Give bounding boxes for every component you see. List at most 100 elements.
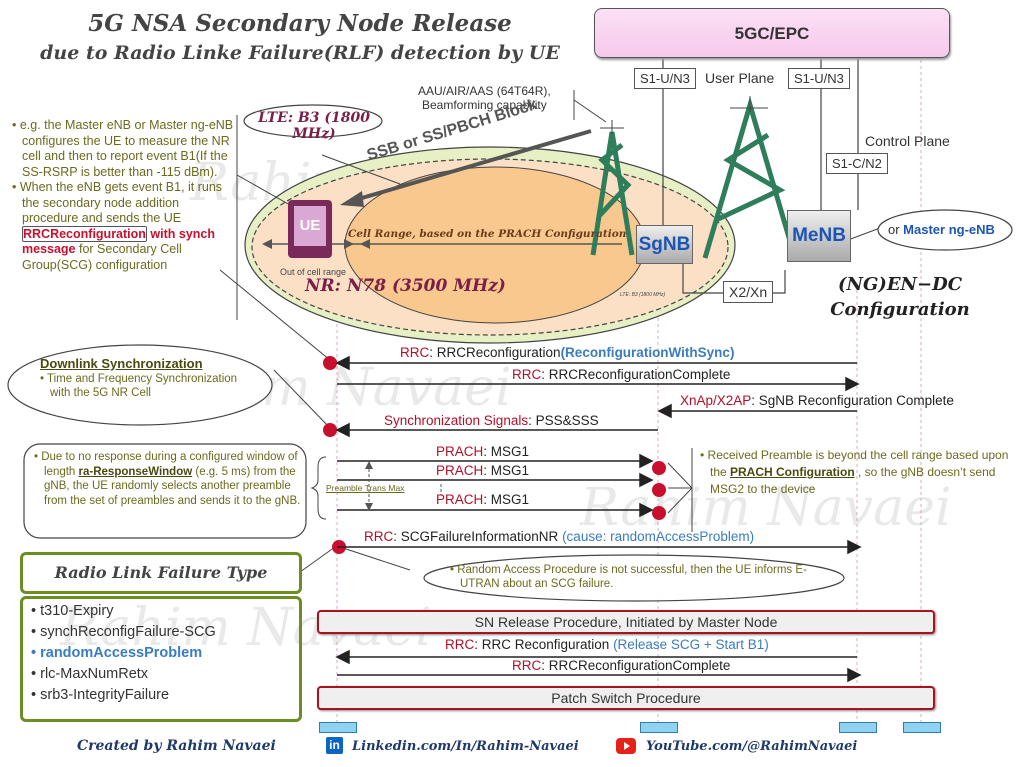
msg-proto: RRC (445, 637, 475, 652)
sgnb-node: SgNB (636, 225, 693, 264)
msg-rrc-reconfig-sync: RRC: RRCReconfiguration(ReconfigurationW… (400, 345, 734, 360)
rlf-item-text: rlc-MaxNumRetx (40, 666, 149, 682)
msg-rrc-release-scg: RRC: RRC Reconfiguration (Release SCG + … (445, 637, 769, 652)
ra-fail-note: • Random Access Procedure is not success… (450, 564, 807, 590)
msg-proto: XnAp/X2AP (680, 393, 752, 408)
msg-text: : RRC Reconfiguration (474, 637, 610, 652)
lifeline-end-ue (319, 722, 357, 733)
footer-credit: Created by Rahim Navaei (77, 738, 276, 754)
msg-text: : MSG1 (483, 463, 530, 478)
msg-text: : PSS&SSS (528, 413, 599, 428)
msg-proto: PRACH (436, 492, 484, 507)
msg-scg-failure: RRC: SCGFailureInformationNR (cause: ran… (364, 529, 754, 544)
ue-label: UE (294, 206, 326, 246)
rlf-type-list: • t310-Expiry • synchReconfigFailure-SCG… (20, 596, 302, 722)
message-arrows (335, 355, 862, 683)
interface-s1c: S1-C/N2 (826, 153, 888, 174)
antenna-note: AAU/AIR/AAS (64T64R), Beamforming capabi… (418, 84, 551, 112)
left-note-bullet2-pre: When the eNB gets event B1, it runs the … (19, 180, 223, 225)
rlf-item: • synchReconfigFailure-SCG (31, 624, 216, 640)
msg-text: : RRCReconfigurationComplete (541, 658, 731, 673)
page-title: 5G NSA Secondary Node Release (88, 10, 512, 37)
msg-extra: (Release SCG + Start B1) (609, 637, 769, 652)
preamble-trans-max-label: Preamble Trans Max (326, 483, 405, 493)
linkedin-icon: in (326, 737, 343, 754)
rlf-item-text: randomAccessProblem (40, 645, 203, 661)
rlf-item: • srb3-IntegrityFailure (31, 687, 170, 703)
menb-alt-label: or Master ng-eNB (888, 222, 995, 237)
left-note-bullet1-text: e.g. the Master eNB or Master ng-eNB con… (19, 118, 234, 179)
config-label-line1: (NG)EN−DC (837, 274, 963, 295)
antenna-note-line1: AAU/AIR/AAS (64T64R), (418, 84, 551, 98)
msg-text: : MSG1 (483, 492, 530, 507)
ssb-arrow (354, 129, 592, 202)
msg-text: : SCGFailureInformationNR (393, 529, 559, 544)
left-note: • e.g. the Master eNB or Master ng-eNB c… (12, 118, 234, 273)
msg-rrc-reconfig-complete: RRC: RRCReconfigurationComplete (512, 367, 730, 382)
dl-sync-title: Downlink Synchronization (40, 356, 203, 371)
msg-proto: RRC (400, 345, 430, 360)
ra-fail-note-text: Random Access Procedure is not successfu… (457, 564, 807, 590)
prach-note-bold: ra-ResponseWindow (78, 465, 193, 478)
msg-proto: PRACH (436, 444, 484, 459)
lte-band-label: LTE: B3 (1800 MHz) (258, 110, 370, 142)
core-network-box: 5GC/EPC (594, 8, 950, 58)
prach-note-pre: Due to no response during a configured w… (41, 451, 298, 478)
config-label: (NG)EN−DC Configuration (800, 272, 1000, 322)
prach-note-post: (e.g. 5 ms) from the gNB, the UE randoml… (44, 465, 301, 507)
received-note-post: , so the gNB doesn’t send MSG2 to the de… (710, 465, 996, 496)
youtube-link[interactable]: YouTube.com/@RahimNavaei (646, 739, 858, 754)
menb-alt-name: Master ng-eNB (903, 222, 995, 237)
interface-s1u-left: S1-U/N3 (634, 68, 696, 89)
control-plane-label: Control Plane (865, 133, 950, 149)
user-plane-label: User Plane (705, 70, 775, 86)
received-note-bold: PRACH Configuration (730, 465, 855, 479)
msg-sgnb-reconfig-complete: XnAp/X2AP: SgNB Reconfiguration Complete (680, 393, 954, 408)
msg-rrc-reconfig-complete-2: RRC: RRCReconfigurationComplete (512, 658, 730, 673)
left-note-bullet2: • When the eNB gets event B1, it runs th… (12, 180, 223, 272)
cell-range-label: Cell Range, based on the PRACH Configura… (348, 228, 627, 240)
left-note-bullet2-post: for Secondary Cell Group(SCG) configurat… (22, 242, 182, 272)
dl-sync-note: Downlink Synchronization • Time and Freq… (40, 356, 260, 400)
rlf-type-title: Radio Link Failure Type (20, 552, 302, 594)
rlf-item: • rlc-MaxNumRetx (31, 666, 149, 682)
msg-proto: PRACH (436, 463, 484, 478)
dl-sync-text: Time and Frequency Synchronization with … (47, 372, 238, 399)
ue-device: UE (288, 200, 332, 258)
config-label-line2: Configuration (830, 299, 970, 320)
msg-extra: (cause: randomAccessProblem) (558, 529, 755, 544)
page-subtitle: due to Radio Linke Failure(RLF) detectio… (40, 42, 560, 64)
out-of-range-label: Out of cell range (280, 267, 347, 277)
lte-small-label: LTE: B3 (1800 MHz) (620, 292, 666, 298)
prach-note: • Due to no response during a configured… (34, 451, 301, 507)
path-switch-procedure: Patch Switch Procedure (317, 686, 935, 710)
msg-sync-signals: Synchronization Signals: PSS&SSS (384, 413, 599, 428)
left-note-synch-highlight: with synch message (22, 226, 215, 257)
lifeline-end-core (903, 722, 941, 733)
received-preamble-note: • Received Preamble is beyond the cell r… (700, 448, 1009, 496)
rlf-item-text: synchReconfigFailure-SCG (40, 624, 216, 640)
msg-proto: RRC (512, 658, 542, 673)
linkedin-link[interactable]: Linkedin.com/In/Rahim-Navaei (352, 739, 579, 754)
left-note-bullet1: • e.g. the Master eNB or Master ng-eNB c… (12, 118, 234, 179)
msg-text: : RRCReconfigurationComplete (541, 367, 731, 382)
sn-release-procedure: SN Release Procedure, Initiated by Maste… (317, 610, 935, 634)
menb-alt-prefix: or (888, 222, 904, 237)
received-note-pre: Received Preamble is beyond the cell ran… (707, 448, 1009, 479)
msg-proto: RRC (364, 529, 394, 544)
rlf-item-text: srb3-IntegrityFailure (40, 687, 170, 703)
msg-text: : SgNB Reconfiguration Complete (751, 393, 954, 408)
left-note-rrc-highlight: RRCReconfiguration (22, 225, 147, 242)
antenna-note-line2: Beamforming capability (421, 98, 547, 112)
msg-prach-2: PRACH: MSG1 (436, 463, 529, 478)
lifeline-end-sgnb (640, 722, 678, 733)
msg-proto: Synchronization Signals (384, 413, 529, 428)
msg-proto: RRC (512, 367, 542, 382)
msg-text: : RRCReconfiguration (429, 345, 561, 360)
msg-prach-3: PRACH: MSG1 (436, 492, 529, 507)
msg-text: : MSG1 (483, 444, 530, 459)
interface-x2xn: X2/Xn (723, 281, 774, 303)
msg-extra: (ReconfigurationWithSync) (560, 345, 735, 360)
rlf-item: • t310-Expiry (31, 603, 114, 619)
